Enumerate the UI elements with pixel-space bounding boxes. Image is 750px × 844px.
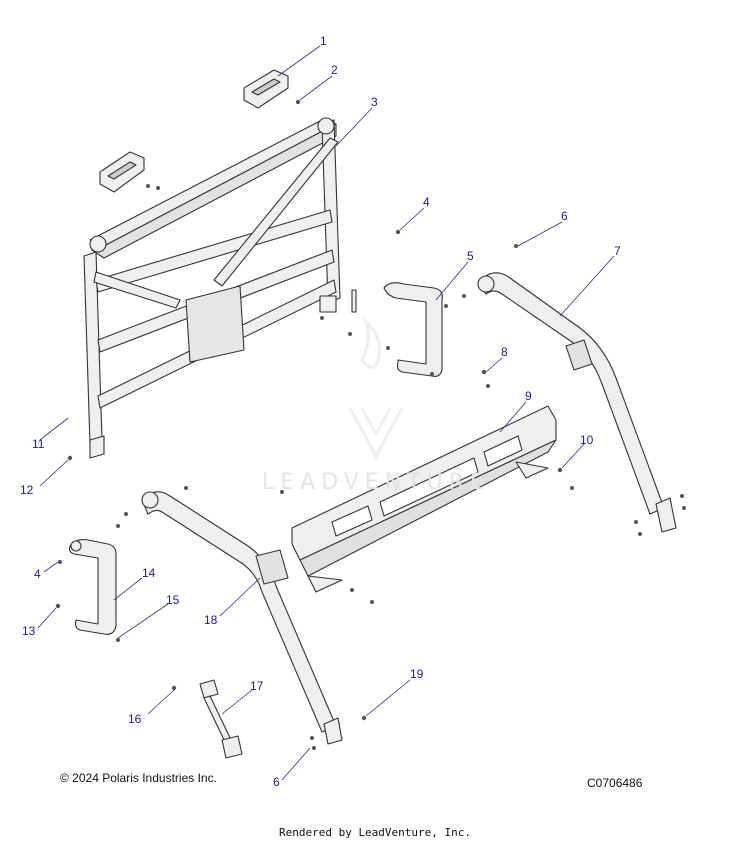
callout-14: 14 (142, 566, 156, 580)
part-rear-panel (291, 405, 557, 593)
part-grab-handle-lower (99, 151, 145, 193)
part-grab-handle-upper (243, 69, 289, 109)
part-roll-bar-right (477, 272, 677, 533)
callout-15: 15 (166, 593, 180, 607)
callout-7: 7 (614, 244, 621, 258)
copyright-notice: © 2024 Polaris Industries Inc. (60, 771, 217, 785)
watermark-text: LEADVENTURE (262, 470, 490, 495)
rendered-by-notice: Rendered by LeadVenture, Inc. (278, 826, 472, 839)
part-rear-cage-frame (83, 117, 357, 459)
watermark-logo-icon (348, 317, 404, 460)
part-grab-bar-left (68, 539, 117, 635)
callout-11: 11 (32, 437, 45, 451)
callout-6: 6 (561, 209, 568, 223)
callout-12: 12 (20, 483, 34, 497)
callout-1: 1 (320, 34, 327, 48)
diagram-code: C0706486 (587, 776, 643, 790)
hardware-fasteners (55, 99, 686, 750)
callout-16: 16 (128, 712, 142, 726)
callout-13: 13 (22, 624, 36, 638)
callout-3: 3 (371, 95, 378, 109)
callout-4: 4 (423, 195, 430, 209)
part-grab-bar-right (383, 282, 443, 377)
callout-10: 10 (580, 433, 594, 447)
callout-9: 9 (525, 389, 532, 403)
callout-8: 8 (501, 345, 508, 359)
callout-18: 18 (204, 613, 218, 627)
callout-19: 19 (410, 667, 424, 681)
callout-4b: 4 (34, 567, 41, 581)
callout-2: 2 (331, 63, 338, 77)
leader-lines (37, 45, 615, 781)
part-roll-bar-left (141, 491, 343, 745)
callout-6b: 6 (273, 775, 280, 789)
callout-17: 17 (250, 679, 264, 693)
part-strap-link (199, 679, 243, 759)
callout-5: 5 (467, 249, 474, 263)
